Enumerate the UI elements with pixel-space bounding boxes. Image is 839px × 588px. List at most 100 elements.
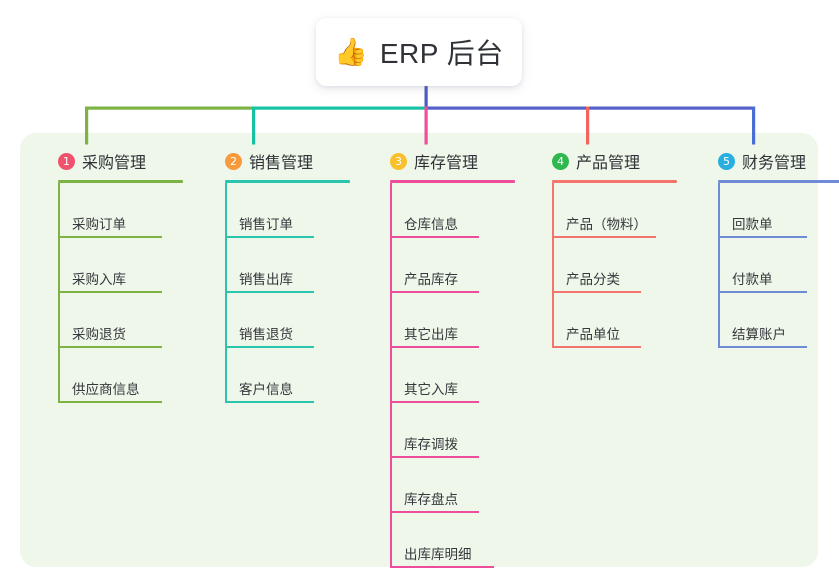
branch-badge-2: 2: [225, 152, 242, 170]
connector-bus-blue: [426, 106, 755, 110]
leaf-node[interactable]: 出库库明细: [390, 513, 542, 568]
leaf-rule: [58, 236, 162, 238]
leaf-node[interactable]: 产品分类: [552, 238, 704, 293]
branch-title-5: 财务管理: [742, 155, 807, 172]
leaf-node[interactable]: 采购入库: [58, 238, 210, 293]
branch-header-5[interactable]: 5 财务管理: [700, 148, 839, 174]
branch-title-3: 库存管理: [414, 155, 479, 172]
branch-badge-3: 3: [390, 152, 407, 170]
connector-bus-teal: [253, 106, 426, 110]
leaf-label: 产品（物料）: [566, 217, 647, 232]
branch-spine-3: [390, 183, 392, 568]
leaf-rule: [390, 291, 479, 293]
branch-header-rule-1: [58, 180, 183, 183]
branch-spine-5: [718, 183, 720, 348]
branch-header-4[interactable]: 4 产品管理: [534, 148, 704, 174]
leaf-node[interactable]: 产品（物料）: [552, 183, 704, 238]
leaf-label: 供应商信息: [72, 382, 140, 397]
branch-header-rule-5: [718, 180, 839, 183]
leaf-rule: [552, 291, 641, 293]
leaf-node[interactable]: 付款单: [718, 238, 839, 293]
branch-header-3[interactable]: 3 库存管理: [372, 148, 542, 174]
leaf-node[interactable]: 产品单位: [552, 293, 704, 348]
branch-column-5: 5 财务管理 回款单 付款单 结算账户: [700, 148, 839, 348]
thumbs-up-icon: 👍: [334, 36, 368, 67]
leaf-node[interactable]: 销售出库: [225, 238, 377, 293]
branch-items-5: 回款单 付款单 结算账户: [700, 183, 839, 348]
leaf-rule: [552, 236, 656, 238]
leaf-rule: [58, 291, 162, 293]
connector-bus-green: [85, 106, 254, 110]
branch-header-1[interactable]: 1 采购管理: [40, 148, 210, 174]
branch-title-2: 销售管理: [249, 155, 314, 172]
leaf-rule: [225, 291, 314, 293]
branch-header-2[interactable]: 2 销售管理: [207, 148, 377, 174]
leaf-node[interactable]: 销售退货: [225, 293, 377, 348]
root-node-content: 👍 ERP 后台: [334, 32, 503, 72]
leaf-label: 采购入库: [72, 272, 126, 287]
branch-title-4: 产品管理: [576, 155, 641, 172]
leaf-rule: [390, 346, 479, 348]
leaf-rule: [718, 346, 807, 348]
leaf-label: 库存盘点: [404, 492, 458, 507]
root-node-erp-backend[interactable]: 👍 ERP 后台: [316, 18, 522, 86]
leaf-node[interactable]: 采购订单: [58, 183, 210, 238]
leaf-rule: [718, 236, 807, 238]
leaf-rule: [225, 236, 314, 238]
leaf-label: 其它入库: [404, 382, 458, 397]
leaf-node[interactable]: 回款单: [718, 183, 839, 238]
leaf-rule: [390, 511, 479, 513]
leaf-node[interactable]: 其它出库: [390, 293, 542, 348]
leaf-node[interactable]: 仓库信息: [390, 183, 542, 238]
branch-header-rule-3: [390, 180, 515, 183]
leaf-rule: [718, 291, 807, 293]
leaf-label: 出库库明细: [404, 547, 472, 562]
leaf-label: 销售退货: [239, 327, 293, 342]
leaf-label: 库存调拨: [404, 437, 458, 452]
leaf-rule: [390, 401, 479, 403]
branch-title-1: 采购管理: [82, 155, 147, 172]
leaf-label: 产品分类: [566, 272, 620, 287]
leaf-rule: [552, 346, 641, 348]
branch-badge-1: 1: [58, 152, 75, 170]
leaf-label: 产品库存: [404, 272, 458, 287]
leaf-rule: [390, 456, 479, 458]
branch-items-1: 采购订单 采购入库 采购退货 供应商信息: [40, 183, 210, 403]
branch-header-rule-2: [225, 180, 350, 183]
branch-spine-2: [225, 183, 227, 403]
leaf-label: 销售出库: [239, 272, 293, 287]
branch-badge-4: 4: [552, 152, 569, 170]
leaf-node[interactable]: 销售订单: [225, 183, 377, 238]
branch-column-3: 3 库存管理 仓库信息 产品库存 其它出库 其它入库 库存调拨: [372, 148, 542, 568]
leaf-label: 其它出库: [404, 327, 458, 342]
branch-column-4: 4 产品管理 产品（物料） 产品分类 产品单位: [534, 148, 704, 348]
leaf-label: 采购退货: [72, 327, 126, 342]
branch-spine-1: [58, 183, 60, 403]
leaf-node[interactable]: 其它入库: [390, 348, 542, 403]
branch-header-rule-4: [552, 180, 677, 183]
branch-items-2: 销售订单 销售出库 销售退货 客户信息: [207, 183, 377, 403]
branch-items-4: 产品（物料） 产品分类 产品单位: [534, 183, 704, 348]
leaf-label: 销售订单: [239, 217, 293, 232]
leaf-label: 结算账户: [732, 327, 786, 342]
leaf-label: 付款单: [732, 272, 773, 287]
branch-spine-4: [552, 183, 554, 348]
leaf-label: 产品单位: [566, 327, 620, 342]
leaf-label: 客户信息: [239, 382, 293, 397]
leaf-label: 采购订单: [72, 217, 126, 232]
leaf-label: 仓库信息: [404, 217, 458, 232]
root-node-title: ERP 后台: [379, 38, 504, 69]
leaf-node[interactable]: 结算账户: [718, 293, 839, 348]
leaf-node[interactable]: 产品库存: [390, 238, 542, 293]
branch-items-3: 仓库信息 产品库存 其它出库 其它入库 库存调拨 库存盘点: [372, 183, 542, 568]
leaf-node[interactable]: 采购退货: [58, 293, 210, 348]
leaf-node[interactable]: 供应商信息: [58, 348, 210, 403]
leaf-node[interactable]: 库存调拨: [390, 403, 542, 458]
leaf-rule: [390, 566, 494, 568]
leaf-node[interactable]: 客户信息: [225, 348, 377, 403]
leaf-node[interactable]: 库存盘点: [390, 458, 542, 513]
branch-column-2: 2 销售管理 销售订单 销售出库 销售退货 客户信息: [207, 148, 377, 403]
connector-center-drop: [424, 84, 428, 108]
branch-badge-5: 5: [718, 152, 735, 170]
